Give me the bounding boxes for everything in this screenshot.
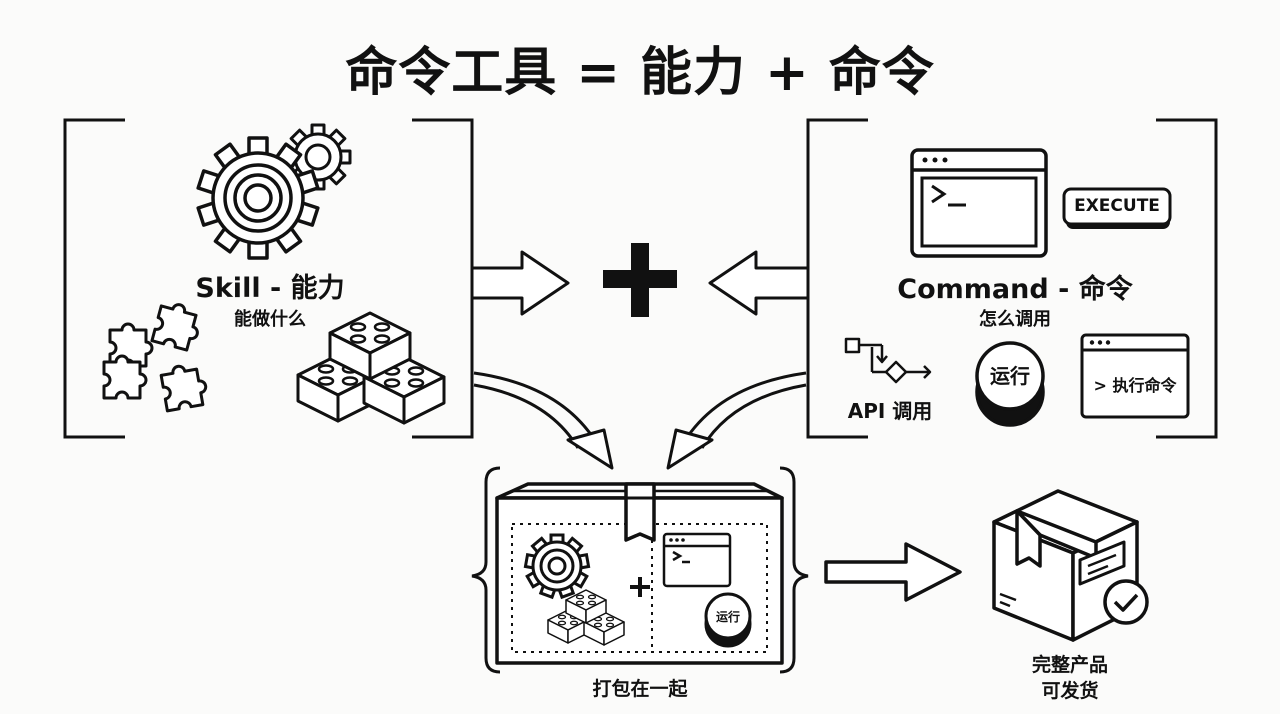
curved-arrow-right-icon (666, 371, 807, 470)
gears-icon (196, 123, 352, 260)
small-plus-icon (630, 577, 650, 597)
command-sublabel: 怎么调用 (979, 309, 1051, 330)
package-label: 打包在一起 (592, 678, 688, 700)
command-label: Command - 命令 (897, 274, 1133, 305)
execute-button-label[interactable]: EXECUTE (1074, 196, 1160, 216)
exec-terminal-icon (1080, 333, 1190, 419)
skill-sublabel: 能做什么 (234, 309, 306, 330)
flowchart-icon (844, 337, 932, 384)
skill-label: Skill - 能力 (195, 273, 345, 304)
api-call-label: API 调用 (847, 399, 933, 423)
terminal-command-text: > 执行命令 (1093, 376, 1177, 395)
right-brace-icon (779, 466, 809, 674)
run-button-label[interactable]: 运行 (990, 364, 1030, 388)
check-circle-icon (1103, 579, 1149, 625)
run-button-icon[interactable] (975, 341, 1045, 427)
page-title: 命令工具 = 能力 + 命令 (345, 43, 935, 103)
left-brace-icon (471, 466, 501, 674)
arrow-to-product-icon (824, 542, 962, 602)
plus-icon (603, 243, 677, 317)
arrow-right-icon (470, 250, 570, 316)
execute-button[interactable] (1062, 187, 1172, 229)
curved-arrow-left-icon (473, 371, 614, 470)
small-run-button-icon (704, 592, 752, 648)
gear-icon (523, 533, 591, 600)
package-icon (992, 489, 1139, 642)
product-label-line1: 完整产品 (1031, 654, 1108, 676)
product-label-line2: 可发货 (1041, 680, 1099, 702)
package-run-label: 运行 (715, 610, 740, 624)
arrow-left-icon (708, 250, 810, 316)
terminal-icon (662, 532, 732, 588)
terminal-window-icon (910, 148, 1048, 258)
